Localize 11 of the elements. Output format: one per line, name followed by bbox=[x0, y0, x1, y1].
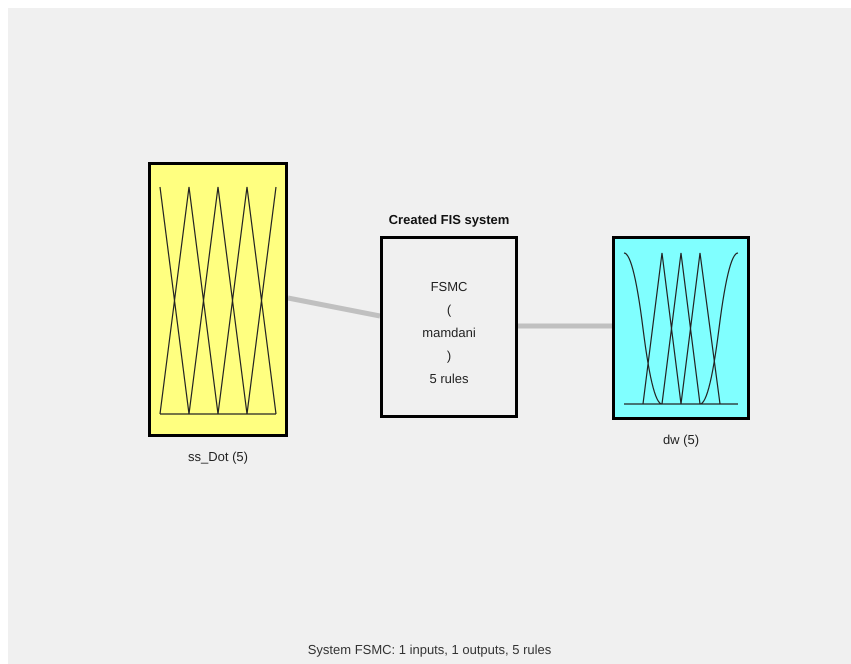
system-summary-line: 5 rules bbox=[428, 370, 470, 388]
box-heading: Created FIS system bbox=[388, 212, 510, 227]
system-summary-line: FSMC bbox=[430, 278, 468, 296]
status-caption: System FSMC: 1 inputs, 1 outputs, 5 rules bbox=[306, 642, 552, 657]
connector-line bbox=[288, 296, 380, 318]
system-summary-line: ( bbox=[446, 301, 452, 319]
variable-label: dw (5) bbox=[662, 432, 700, 447]
system-summary-line: mamdani bbox=[421, 324, 477, 342]
connector-line bbox=[518, 324, 612, 328]
system-summary-line: ) bbox=[446, 347, 452, 365]
variable-label: ss_Dot (5) bbox=[187, 449, 249, 464]
